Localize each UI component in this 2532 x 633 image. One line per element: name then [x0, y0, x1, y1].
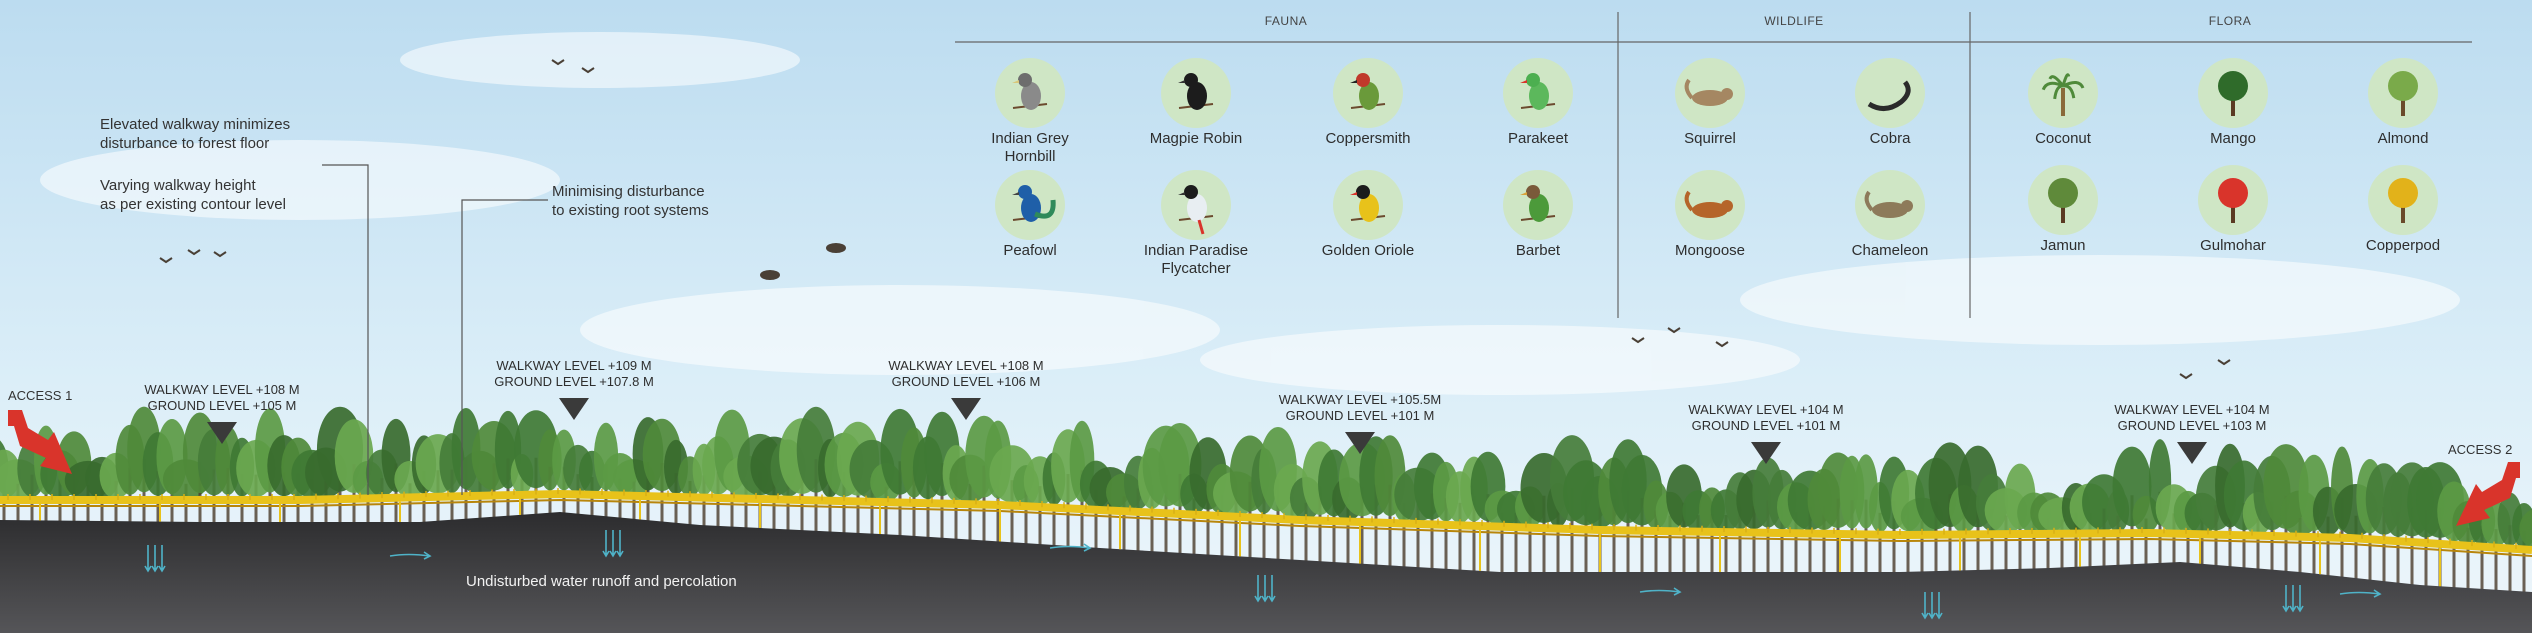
note-varying-height: Varying walkway height as per existing c… — [100, 177, 286, 213]
ground-level-label: GROUND LEVEL +103 M — [2117, 418, 2267, 433]
clouds — [40, 32, 2460, 395]
walkway-level-label: WALKWAY LEVEL +109 M — [496, 358, 652, 373]
legend-dividers — [955, 12, 2472, 318]
ground-level-label: GROUND LEVEL +101 M — [1691, 418, 1841, 433]
access-2-arrow — [2456, 462, 2520, 526]
runoff-flow-arrows — [389, 543, 2382, 598]
species-label: Squirrel — [1684, 130, 1736, 147]
level-triangle-icon — [207, 422, 237, 444]
level-triangle-icon — [1345, 432, 1375, 454]
species-label: Golden Oriole — [1321, 242, 1415, 259]
species-label: Copperpod — [2365, 237, 2441, 254]
ground-terrain — [0, 512, 2532, 633]
legend-header-flora: FLORA — [2208, 14, 2252, 28]
ground-level-label: GROUND LEVEL +105 M — [147, 398, 297, 413]
legend-header-fauna: FAUNA — [1264, 14, 1308, 28]
chameleon-icon — [1855, 170, 1925, 245]
ground-level-label: GROUND LEVEL +101 M — [1285, 408, 1435, 423]
access-1-label: ACCESS 1 — [8, 388, 73, 403]
barbet-icon — [1503, 170, 1573, 245]
water-percolation-arrows — [144, 530, 2304, 620]
species-label: Magpie Robin — [1149, 130, 1243, 147]
peafowl-icon — [995, 170, 1065, 245]
species-label: Jamun — [2040, 237, 2086, 254]
level-triangle-icon — [559, 398, 589, 420]
species-label: Almond — [2377, 130, 2429, 147]
species-label: Chameleon — [1851, 242, 1929, 259]
coppersmith-icon — [1333, 58, 1403, 133]
species-label: Gulmohar — [2200, 237, 2266, 254]
mango-tree-icon — [2198, 58, 2268, 133]
note-root-systems: Minimising disturbance to existing root … — [552, 183, 709, 219]
walkway-level-label: WALKWAY LEVEL +105.5M — [1278, 392, 1442, 407]
access-arrows — [8, 410, 2520, 526]
walkway-level-label: WALKWAY LEVEL +104 M — [2114, 402, 2270, 417]
oriole-icon — [1333, 170, 1403, 245]
walkway-level-label: WALKWAY LEVEL +108 M — [888, 358, 1044, 373]
birds — [159, 59, 2231, 380]
species-label: Barbet — [1515, 242, 1561, 259]
leader-lines — [322, 164, 548, 495]
species-label: Coppersmith — [1325, 130, 1411, 147]
legend-header-wildlife: WILDLIFE — [1764, 14, 1824, 28]
tree-canopy — [0, 406, 2532, 606]
species-label: Coconut — [2035, 130, 2091, 147]
gulmohar-tree-icon — [2198, 165, 2268, 240]
ground-level-label: GROUND LEVEL +106 M — [891, 374, 1041, 389]
species-label: Peafowl — [1003, 242, 1057, 259]
level-triangle-icon — [951, 398, 981, 420]
mongoose-icon — [1675, 170, 1745, 245]
magpie-robin-icon — [1161, 58, 1231, 133]
access-2-label: ACCESS 2 — [2448, 442, 2513, 457]
jamun-tree-icon — [2028, 165, 2098, 240]
cobra-icon — [1855, 58, 1925, 133]
copperpod-tree-icon — [2368, 165, 2438, 240]
level-triangle-icon — [1751, 442, 1781, 464]
level-triangle-icon — [2177, 442, 2207, 464]
walkway-level-label: WALKWAY LEVEL +104 M — [1688, 402, 1844, 417]
squirrel-icon — [1675, 58, 1745, 133]
flycatcher-icon — [1161, 170, 1231, 245]
species-label: Mongoose — [1674, 242, 1746, 259]
species-label: Parakeet — [1507, 130, 1569, 147]
note-water-runoff: Undisturbed water runoff and percolation — [466, 573, 737, 590]
hornbill-icon — [995, 58, 1065, 133]
walkway-level-label: WALKWAY LEVEL +108 M — [144, 382, 300, 397]
almond-tree-icon — [2368, 58, 2438, 133]
coconut-tree-icon — [2028, 58, 2098, 133]
species-label: Cobra — [1869, 130, 1911, 147]
species-label: Mango — [2210, 130, 2256, 147]
ground-level-label: GROUND LEVEL +107.8 M — [494, 374, 654, 389]
note-elevated-walkway: Elevated walkway minimizes disturbance t… — [100, 116, 291, 152]
access-1-arrow — [8, 410, 72, 474]
elevated-walkway — [0, 488, 2532, 587]
parakeet-icon — [1503, 58, 1573, 133]
